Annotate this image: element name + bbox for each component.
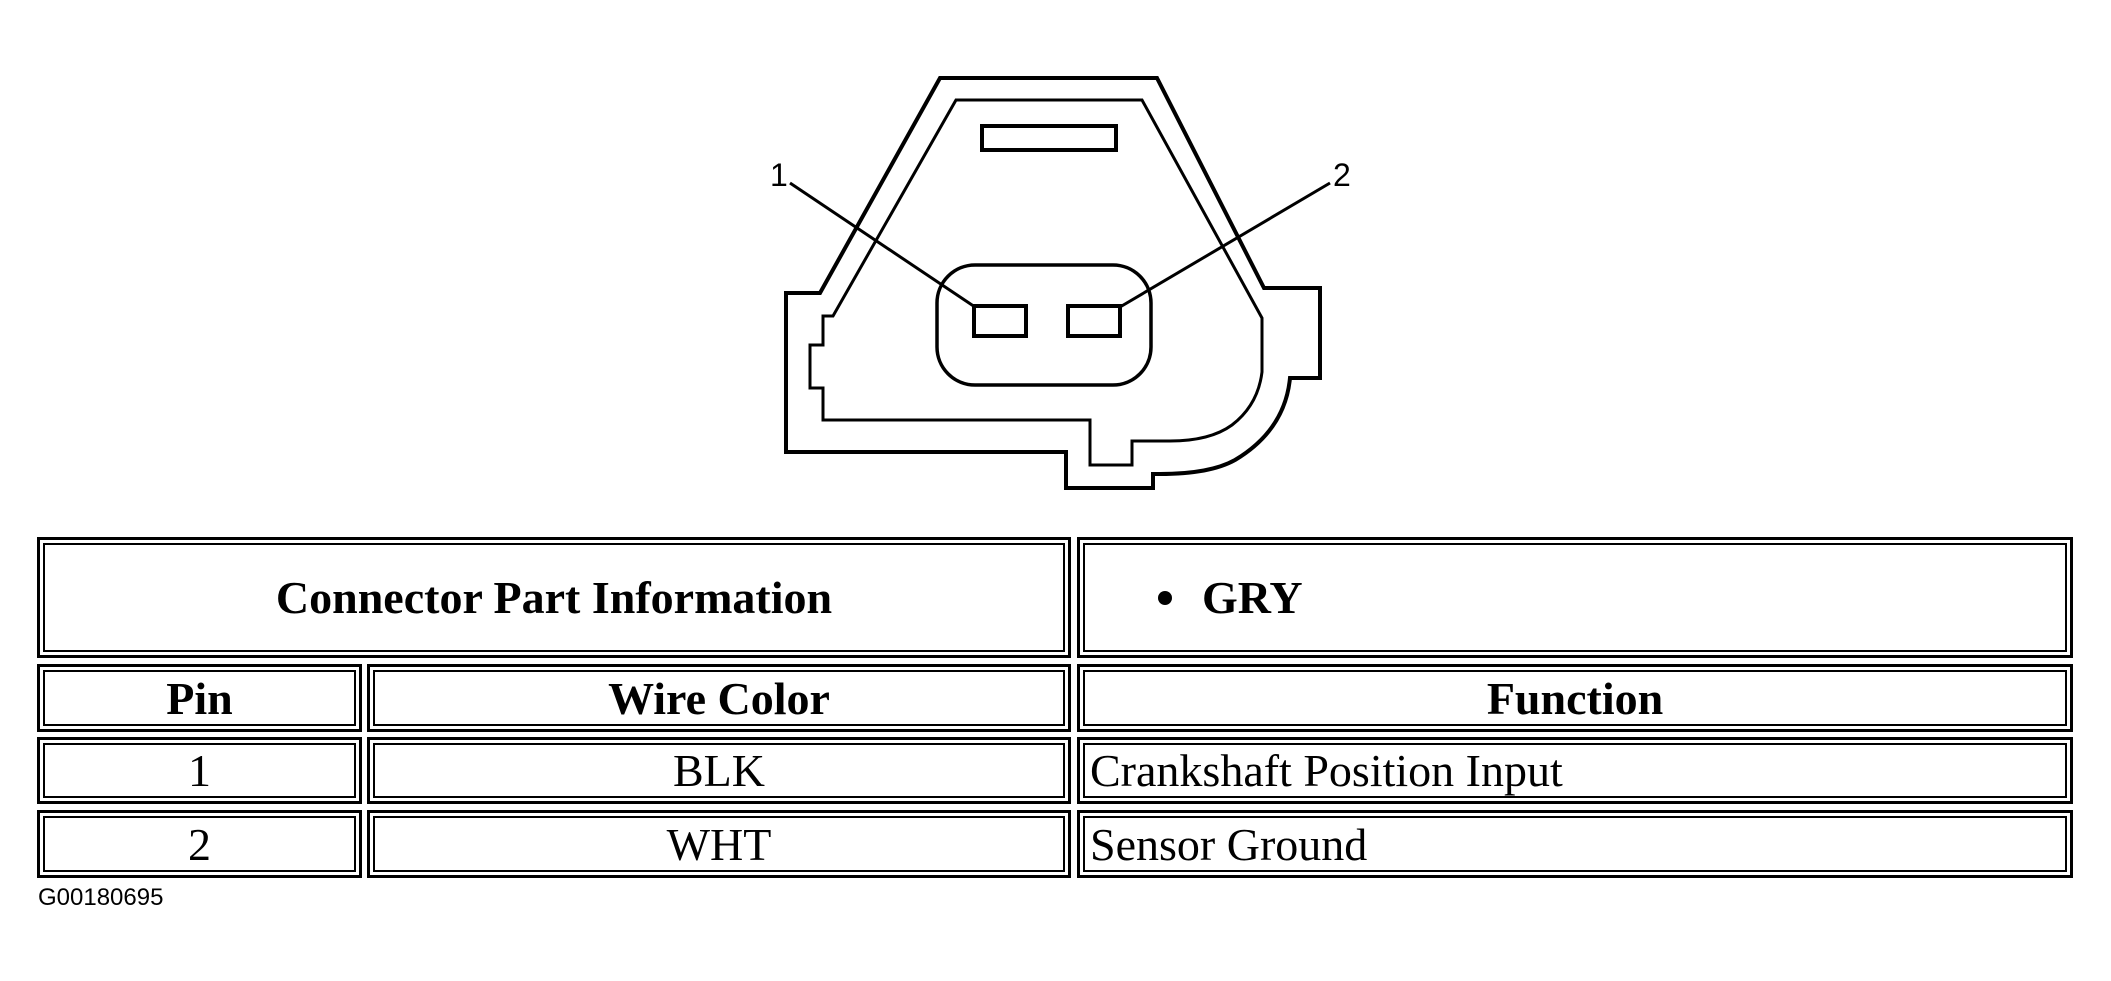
part-info-item: GRY <box>1080 571 1303 624</box>
pin-2-terminal <box>1066 304 1122 338</box>
header-function-cell: Function <box>1077 664 2073 732</box>
pin-1-terminal <box>972 304 1028 338</box>
pin-2-callout: 2 <box>1333 157 1351 193</box>
header-wire-color-cell: Wire Color <box>367 664 1071 732</box>
row-2-function: Sensor Ground <box>1090 818 1368 870</box>
bullet-icon <box>1158 590 1172 605</box>
header-pin-cell: Pin <box>37 664 362 732</box>
pin-1-leader-line <box>789 181 976 309</box>
header-function: Function <box>1486 672 1664 724</box>
row-1-function: Crankshaft Position Input <box>1090 745 1563 796</box>
row-1-function-cell: Crankshaft Position Input <box>1077 737 2073 804</box>
row-2-pin: 2 <box>188 818 211 870</box>
pin-1-callout: 1 <box>770 157 788 193</box>
part-info-value: GRY <box>1202 572 1303 623</box>
part-info-label: Connector Part Information <box>275 572 833 623</box>
part-info-label-cell: Connector Part Information <box>37 537 1071 658</box>
connector-face-diagram: 1 2 <box>770 76 1351 490</box>
header-pin: Pin <box>166 672 233 724</box>
row-2-wire-color: WHT <box>666 818 772 870</box>
row-1-pin: 1 <box>188 745 211 796</box>
connector-housing-outer <box>784 76 1322 490</box>
latch-slot <box>980 124 1118 152</box>
pin-2-leader-line <box>1119 181 1331 309</box>
part-info-value-cell: GRY <box>1077 537 2073 658</box>
row-1-wire-color-cell: BLK <box>367 737 1071 804</box>
row-2-function-cell: Sensor Ground <box>1077 810 2073 878</box>
row-1-pin-cell: 1 <box>37 737 362 804</box>
figure-id: G00180695 <box>38 884 164 911</box>
row-2-pin-cell: 2 <box>37 810 362 878</box>
row-1-wire-color: BLK <box>673 745 765 796</box>
header-wire-color: Wire Color <box>608 672 830 724</box>
connector-housing-inner <box>808 98 1264 467</box>
terminal-cavity <box>935 263 1153 387</box>
row-2-wire-color-cell: WHT <box>367 810 1071 878</box>
